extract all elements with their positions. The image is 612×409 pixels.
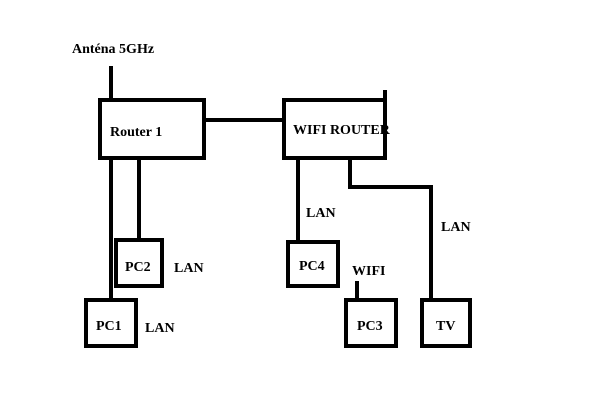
- pc2-label: PC2: [125, 260, 151, 275]
- pc3-label: PC3: [357, 319, 383, 334]
- tv-box: [420, 298, 472, 348]
- antenna-label: Anténa 5GHz: [72, 42, 154, 57]
- pc4-label: PC4: [299, 259, 325, 274]
- wifi-router-box: [282, 98, 387, 160]
- pc4-box: [286, 240, 340, 288]
- router1-box: [98, 98, 206, 160]
- wifi-router-label: WIFI ROUTER: [293, 123, 391, 138]
- pc2-link-label: LAN: [174, 261, 204, 276]
- pc4-link-label: LAN: [306, 206, 336, 221]
- pc1-link-label: LAN: [145, 321, 175, 336]
- router1-label: Router 1: [110, 125, 162, 140]
- pc1-label: PC1: [96, 319, 122, 334]
- pc3-link-label: WIFI: [352, 264, 385, 279]
- tv-label: TV: [436, 319, 455, 334]
- tv-link-label: LAN: [441, 220, 471, 235]
- wifi-router-tv-link: [348, 156, 433, 302]
- pc2-box: [114, 238, 164, 288]
- pc1-box: [84, 298, 138, 348]
- pc3-box: [344, 298, 398, 348]
